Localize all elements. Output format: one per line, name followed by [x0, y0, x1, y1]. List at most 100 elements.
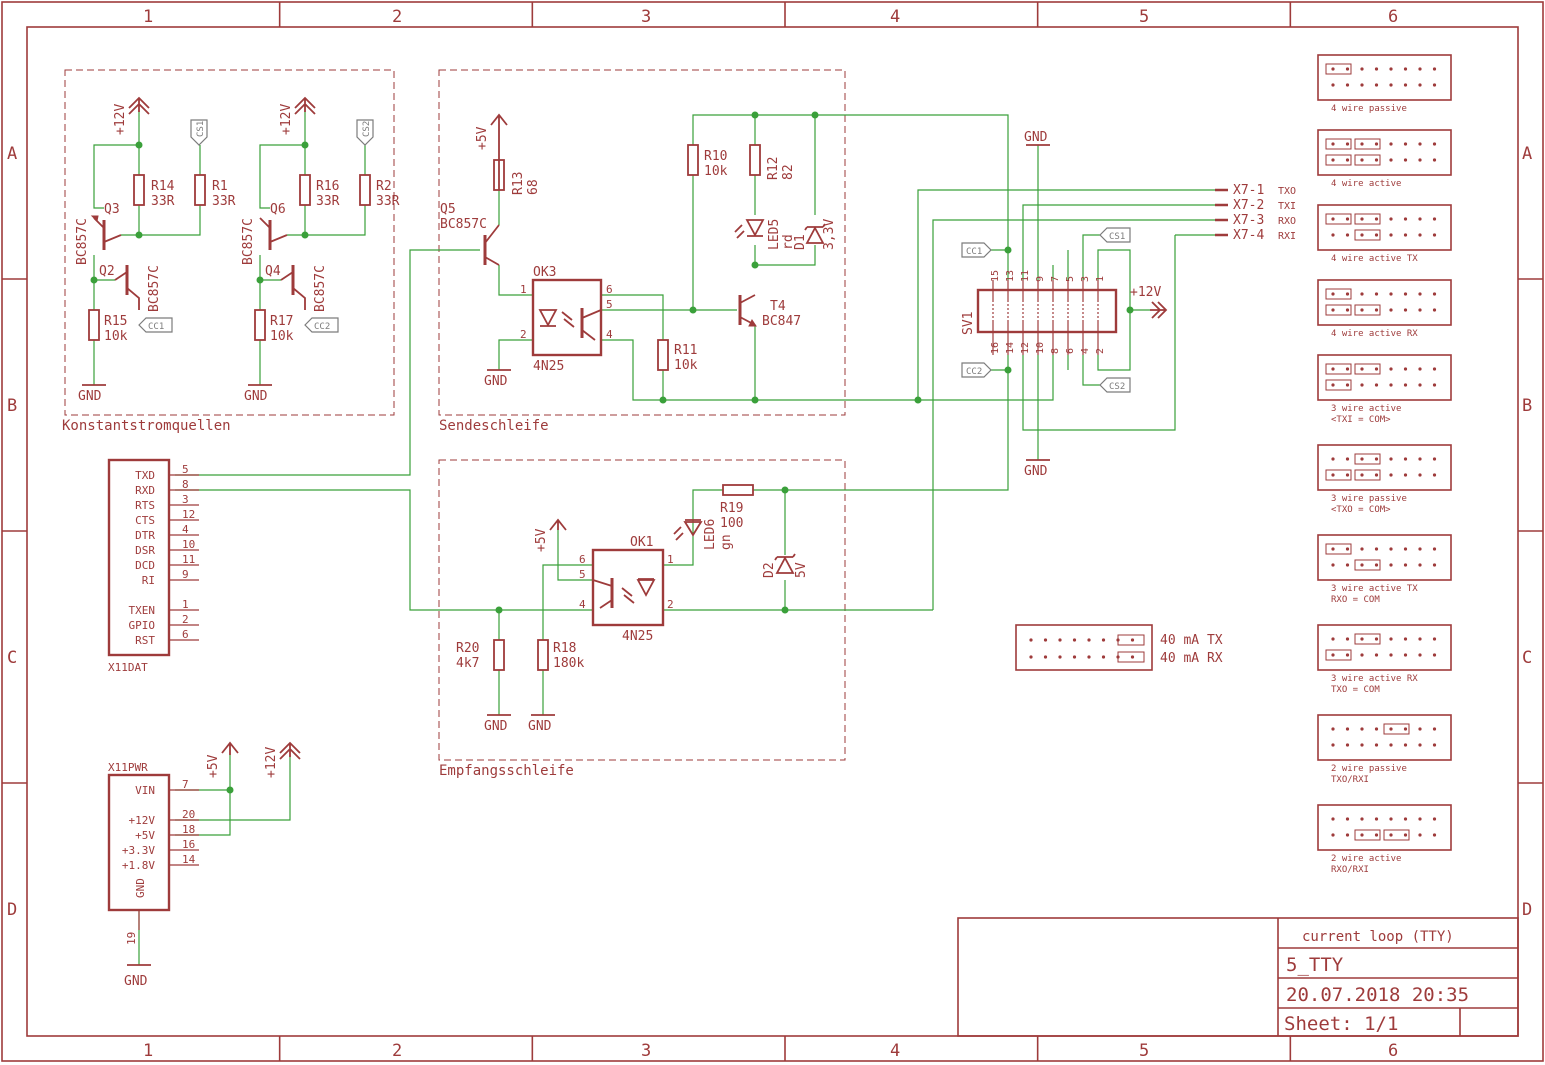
- x7-pin-label: X7-3: [1233, 213, 1264, 228]
- svg-text:OK1: OK1: [630, 535, 653, 550]
- net-flags: CS1 CS2 CC1 CC2 CC1 CC2 CS1 CS2: [138, 119, 1131, 393]
- column-label: 2: [392, 1041, 402, 1061]
- resistor-r14: [133, 174, 145, 206]
- jumper-block: [1317, 624, 1452, 671]
- optocoupler-ok3: 1 2 6 5 4 OK3 4N25: [520, 265, 613, 374]
- transistors: Q3 BC857C Q2 BC857C Q6 BC857C Q4 BC857C …: [75, 202, 801, 329]
- jumper-config-sublabel: RXO/RXI: [1331, 865, 1369, 875]
- x11dat-pin-number: 3: [182, 493, 189, 506]
- p5v-label-2: +5V: [534, 528, 549, 552]
- svg-text:68: 68: [526, 179, 541, 195]
- sv1-pin-label: 10: [1035, 342, 1046, 354]
- resistor-r18: [537, 639, 549, 671]
- svg-text:R2: R2: [376, 179, 392, 194]
- jumper-config-sublabel: RXO = COM: [1331, 595, 1380, 605]
- sv1-pin-label: 12: [1020, 342, 1031, 354]
- svg-text:5: 5: [579, 568, 586, 581]
- x11dat-pin-label: RI: [142, 574, 155, 587]
- x11dat-pin-label: DSR: [135, 544, 155, 557]
- row-label: C: [1522, 648, 1532, 668]
- svg-text:1: 1: [520, 283, 527, 296]
- svg-text:5: 5: [606, 298, 613, 311]
- svg-text:R20: R20: [456, 641, 479, 656]
- gnd-label-7: GND: [1024, 464, 1048, 479]
- group-label-constant-current: Konstantstromquellen: [62, 418, 231, 434]
- svg-text:33R: 33R: [151, 194, 175, 209]
- resistor-r1: [194, 174, 206, 206]
- svg-text:Q6: Q6: [270, 202, 286, 217]
- column-label: 1: [143, 1041, 153, 1061]
- svg-text:R13: R13: [511, 172, 526, 195]
- diodes: LED5 rd D1 3,3V LED6 gn D2 5V: [673, 219, 837, 578]
- x11pwr-pin-label: +3.3V: [122, 844, 155, 857]
- row-label: D: [1522, 900, 1532, 920]
- x11pwr-pin-number: 14: [182, 853, 196, 866]
- resistor-r2: [359, 174, 371, 206]
- jumper-block: [1317, 204, 1452, 251]
- svg-text:1: 1: [667, 553, 674, 566]
- svg-text:BC857C: BC857C: [241, 218, 256, 265]
- row-label: A: [7, 144, 17, 164]
- sv1-pin-label: 1: [1095, 276, 1106, 282]
- resistor-r12: [749, 144, 761, 176]
- resistor-r13: [493, 159, 505, 191]
- svg-text:R17: R17: [270, 314, 293, 329]
- row-label: D: [7, 900, 17, 920]
- column-label: 6: [1388, 7, 1398, 27]
- column-label: 4: [890, 7, 900, 27]
- column-label: 4: [890, 1041, 900, 1061]
- svg-text:5V: 5V: [794, 562, 809, 578]
- group-label-receive-loop: Empfangsschleife: [439, 763, 574, 779]
- sv1-pin-label: 11: [1020, 270, 1031, 282]
- x11dat-pin-number: 5: [182, 463, 189, 476]
- x7-pin-label: X7-4: [1233, 228, 1264, 243]
- resistor-r11: [657, 339, 669, 371]
- gnd-label-8: GND: [124, 974, 148, 989]
- x11dat-pin-label: TXEN: [129, 604, 156, 617]
- svg-text:2: 2: [667, 598, 674, 611]
- x11dat-pin-number: 6: [182, 628, 189, 641]
- svg-text:19: 19: [125, 932, 138, 945]
- current-jumper: 40 mA TX 40 mA RX: [1015, 624, 1223, 671]
- jumper-config-label: 4 wire active RX: [1331, 329, 1418, 339]
- column-label: 1: [143, 7, 153, 27]
- jumper-block: [1317, 279, 1452, 326]
- x11pwr-pin-label: +5V: [135, 829, 155, 842]
- flag-cs1-a: CS1: [196, 121, 206, 137]
- sv1-pin-label: 7: [1050, 276, 1061, 282]
- row-label: A: [1522, 144, 1532, 164]
- svg-text:R12: R12: [766, 157, 781, 180]
- svg-text:33R: 33R: [376, 194, 400, 209]
- svg-text:2: 2: [520, 328, 527, 341]
- svg-text:4N25: 4N25: [622, 629, 653, 644]
- wires: [93, 110, 1215, 965]
- svg-text:rd: rd: [781, 234, 796, 250]
- x7-signal-label: RXO: [1278, 216, 1296, 227]
- svg-text:4k7: 4k7: [456, 656, 479, 671]
- svg-text:Q4: Q4: [265, 264, 281, 279]
- jumper-block: [1317, 534, 1452, 581]
- x7-pin-label: X7-2: [1233, 198, 1264, 213]
- x11dat-pin-label: RTS: [135, 499, 155, 512]
- x7-pin-label: X7-1: [1233, 183, 1264, 198]
- svg-text:gn: gn: [719, 534, 734, 550]
- title-sheet: Sheet: 1/1: [1284, 1013, 1398, 1035]
- gnd-label-2: GND: [244, 389, 268, 404]
- x11dat-pin-number: 1: [182, 598, 189, 611]
- column-label: 6: [1388, 1041, 1398, 1061]
- x11dat-pin-number: 4: [182, 523, 189, 536]
- sv1-pin-label: 4: [1080, 348, 1091, 354]
- optocoupler-ok1: 6 5 4 1 2 OK1 4N25: [579, 535, 674, 644]
- svg-text:6: 6: [606, 283, 613, 296]
- x11pwr-pin-number: 20: [182, 808, 195, 821]
- jumper-config-label: 2 wire active: [1331, 854, 1401, 864]
- jumper-config-sublabel: TXO = COM: [1331, 685, 1380, 695]
- gnd-label-5: GND: [528, 719, 552, 734]
- svg-text:33R: 33R: [212, 194, 236, 209]
- x11dat-pin-label: RST: [135, 634, 155, 647]
